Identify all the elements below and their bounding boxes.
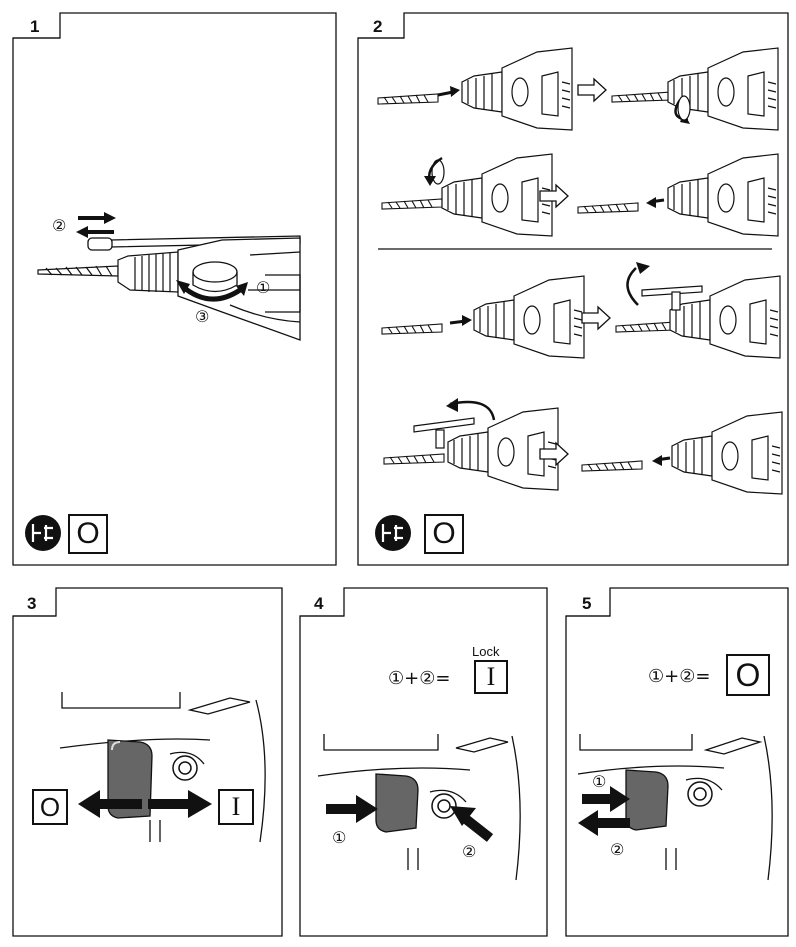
panel-number: 2 bbox=[373, 17, 383, 36]
lock-button-illustration bbox=[317, 734, 521, 881]
mode-switch bbox=[375, 773, 419, 833]
panel-number: 5 bbox=[582, 594, 592, 613]
unplug-icon bbox=[375, 515, 411, 551]
panel-2: 2 bbox=[350, 0, 796, 570]
callout-1: ① bbox=[332, 828, 347, 847]
mode-symbol-i: I bbox=[218, 789, 254, 825]
panel-4: 4 ①+②= Lock I ① ② bbox=[290, 580, 555, 947]
result-symbol-o: O bbox=[726, 654, 770, 696]
unlock-switch-illustration bbox=[577, 734, 773, 881]
bit-insertion-sequence-illustration bbox=[377, 47, 783, 495]
formula: ①+②= bbox=[388, 668, 451, 689]
panel-1: 1 bbox=[0, 0, 340, 570]
rotate-arrow-icon bbox=[180, 284, 242, 302]
mode-symbol-o: O bbox=[424, 514, 464, 554]
callout-1: ① bbox=[256, 278, 271, 297]
callout-1: ① bbox=[592, 772, 607, 791]
mode-selector-illustration bbox=[59, 692, 266, 843]
arrow-press-icon bbox=[450, 806, 476, 826]
drill-chuck-illustration bbox=[37, 212, 301, 341]
callout-2: ② bbox=[462, 842, 477, 861]
arrow-left-icon bbox=[78, 790, 100, 818]
push-pull-arrows-icon bbox=[78, 216, 114, 234]
arrow-right-icon bbox=[188, 790, 212, 818]
callout-3: ③ bbox=[195, 307, 210, 326]
rotate-arrowhead-icon bbox=[176, 280, 190, 294]
rotate-arrowhead-icon bbox=[236, 282, 248, 296]
panel-2-frame bbox=[357, 12, 789, 566]
panel-3-frame bbox=[12, 587, 283, 937]
mode-symbol-o: O bbox=[32, 789, 68, 825]
mode-symbol-o: O bbox=[68, 514, 108, 554]
unplug-icon bbox=[25, 515, 61, 551]
panel-number: 4 bbox=[314, 594, 324, 613]
panel-number: 1 bbox=[30, 17, 40, 36]
callout-2: ② bbox=[610, 840, 625, 859]
panel-4-frame bbox=[299, 587, 548, 937]
chuck bbox=[117, 251, 179, 293]
drill-bit bbox=[37, 265, 119, 277]
panel-5: 5 ①+②= O ① ② bbox=[556, 580, 796, 947]
formula: ①+②= bbox=[648, 666, 711, 687]
panel-5-frame bbox=[565, 587, 789, 937]
panel-number: 3 bbox=[27, 594, 37, 613]
mode-switch bbox=[625, 769, 669, 831]
arrow-left-icon bbox=[578, 810, 598, 836]
arrow-right-icon bbox=[610, 786, 630, 812]
callout-2: ② bbox=[52, 216, 67, 235]
mode-switch bbox=[107, 739, 153, 819]
lock-label: Lock bbox=[472, 644, 500, 659]
panel-3: 3 O I bbox=[0, 580, 290, 947]
arrow-right-icon bbox=[356, 795, 378, 823]
panel-1-frame bbox=[12, 12, 337, 566]
result-symbol-i: I bbox=[474, 660, 508, 694]
